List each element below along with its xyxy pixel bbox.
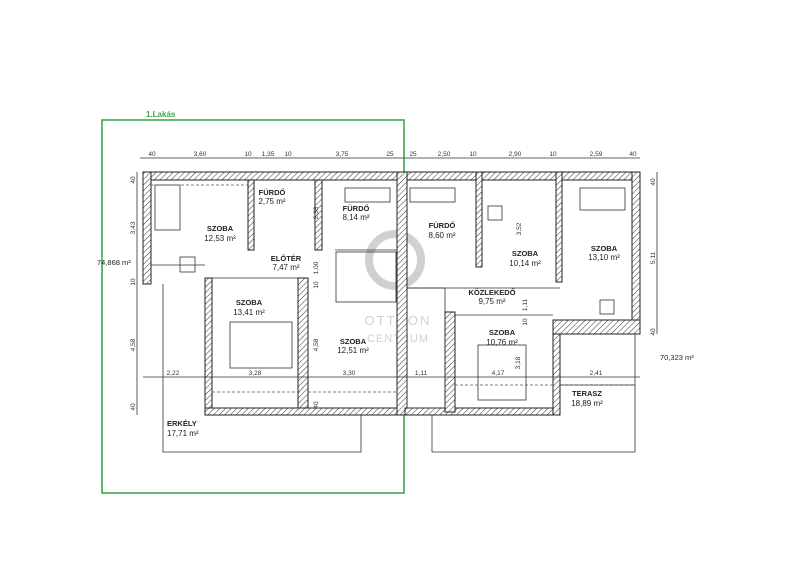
- svg-text:2,50: 2,50: [438, 151, 451, 158]
- svg-text:2,59: 2,59: [590, 151, 603, 158]
- svg-text:3,60: 3,60: [194, 151, 207, 158]
- svg-text:2,41: 2,41: [590, 370, 603, 377]
- dimension-lines: [136, 157, 658, 415]
- svg-text:18,89 m²: 18,89 m²: [571, 399, 603, 408]
- svg-text:3,28: 3,28: [249, 370, 262, 377]
- svg-text:FÜRDŐ: FÜRDŐ: [429, 221, 456, 230]
- svg-text:2,75 m²: 2,75 m²: [258, 197, 285, 206]
- svg-text:SZOBA: SZOBA: [591, 244, 618, 253]
- svg-text:TERASZ: TERASZ: [572, 389, 602, 398]
- svg-text:FÜRDŐ: FÜRDŐ: [259, 188, 286, 197]
- svg-text:ELŐTÉR: ELŐTÉR: [271, 254, 302, 263]
- svg-text:9,75 m²: 9,75 m²: [478, 297, 505, 306]
- svg-text:2,90: 2,90: [509, 151, 522, 158]
- total-area-left: 74,868 m²: [97, 258, 131, 267]
- svg-text:7,47 m²: 7,47 m²: [272, 263, 299, 272]
- total-area-right: 70,323 m²: [660, 353, 694, 362]
- dims-top: 40 3,60 10 1,35 10 3,75 25 25 2,50 10 2,…: [148, 151, 637, 158]
- svg-text:SZOBA: SZOBA: [489, 328, 516, 337]
- svg-text:13,41 m²: 13,41 m²: [233, 308, 265, 317]
- svg-text:10: 10: [522, 318, 529, 326]
- svg-text:FÜRDŐ: FÜRDŐ: [343, 204, 370, 213]
- svg-text:3,43: 3,43: [130, 221, 137, 234]
- svg-text:3,75: 3,75: [336, 151, 349, 158]
- svg-text:10: 10: [313, 281, 320, 289]
- svg-text:2,33: 2,33: [313, 206, 320, 219]
- svg-text:8,14 m²: 8,14 m²: [342, 213, 369, 222]
- svg-text:8,60 m²: 8,60 m²: [428, 231, 455, 240]
- svg-text:10: 10: [244, 151, 252, 158]
- svg-text:ERKÉLY: ERKÉLY: [167, 419, 197, 428]
- dims-inner: 2,22 3,28 3,30 1,11 4,17 2,41 2,33 1,00 …: [167, 206, 603, 408]
- svg-text:25: 25: [386, 151, 394, 158]
- svg-text:10: 10: [549, 151, 557, 158]
- svg-text:12,51 m²: 12,51 m²: [337, 346, 369, 355]
- svg-text:13,10 m²: 13,10 m²: [588, 253, 620, 262]
- svg-text:3,18: 3,18: [515, 356, 522, 369]
- svg-text:10: 10: [284, 151, 292, 158]
- dims-right: 40 5,11 40: [650, 178, 657, 336]
- svg-text:4,58: 4,58: [313, 338, 320, 351]
- svg-text:SZOBA: SZOBA: [236, 298, 263, 307]
- svg-text:40: 40: [650, 178, 657, 186]
- svg-text:10: 10: [130, 278, 137, 286]
- svg-text:SZOBA: SZOBA: [207, 224, 234, 233]
- svg-text:40: 40: [130, 176, 137, 184]
- inner-partitions: [151, 184, 636, 453]
- svg-text:SZOBA: SZOBA: [340, 337, 367, 346]
- svg-text:12,53 m²: 12,53 m²: [204, 234, 236, 243]
- svg-text:10,76 m²: 10,76 m²: [486, 338, 518, 347]
- dims-left: 40 3,43 10 4,58 40: [130, 176, 137, 411]
- svg-text:40: 40: [629, 151, 637, 158]
- svg-text:40: 40: [313, 401, 320, 409]
- svg-text:40: 40: [650, 328, 657, 336]
- svg-text:3,30: 3,30: [343, 370, 356, 377]
- svg-text:1,11: 1,11: [522, 299, 529, 312]
- svg-text:1,35: 1,35: [262, 151, 275, 158]
- svg-text:5,11: 5,11: [650, 252, 657, 265]
- svg-text:10: 10: [469, 151, 477, 158]
- svg-text:4,58: 4,58: [130, 338, 137, 351]
- svg-text:25: 25: [409, 151, 417, 158]
- svg-text:2,22: 2,22: [167, 370, 180, 377]
- svg-text:4,17: 4,17: [492, 370, 505, 377]
- svg-text:40: 40: [148, 151, 156, 158]
- svg-text:17,71 m²: 17,71 m²: [167, 429, 199, 438]
- svg-text:40: 40: [130, 403, 137, 411]
- svg-text:10,14 m²: 10,14 m²: [509, 259, 541, 268]
- svg-text:SZOBA: SZOBA: [512, 249, 539, 258]
- walls: [142, 171, 641, 416]
- svg-text:1,00: 1,00: [313, 261, 320, 274]
- svg-text:3,52: 3,52: [516, 222, 523, 235]
- svg-text:KÖZLEKEDŐ: KÖZLEKEDŐ: [468, 288, 515, 297]
- unit-label: 1.Lakás: [146, 110, 176, 119]
- svg-text:1,11: 1,11: [415, 370, 428, 377]
